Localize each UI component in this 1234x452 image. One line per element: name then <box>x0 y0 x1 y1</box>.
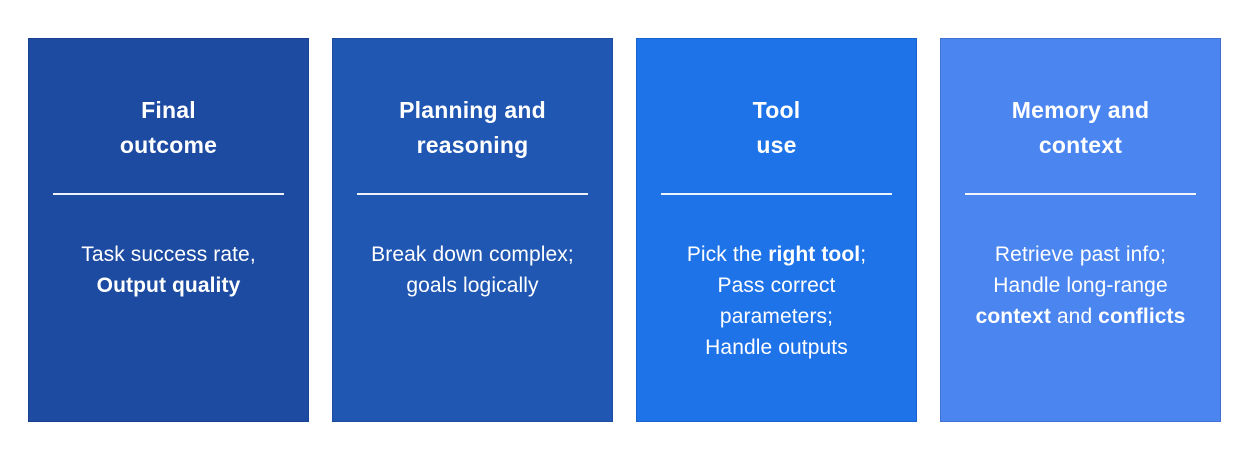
card-body-line: Handle outputs <box>659 332 894 363</box>
card-body-line: goals logically <box>355 270 590 301</box>
card-body-text: Retrieve past info; <box>994 243 1167 266</box>
card-title: Planning and reasoning <box>355 93 590 163</box>
card-body-line: Retrieve past info; <box>963 239 1198 270</box>
card-body-text: Task success rate, <box>81 243 256 266</box>
card-body-bold-text: conflicts <box>1098 305 1186 328</box>
card-title-line: Final <box>141 97 196 123</box>
card-body: Task success rate, Output quality <box>51 239 286 301</box>
card-divider <box>53 193 284 195</box>
card-body-line: Handle long-range <box>963 270 1198 301</box>
card-final-outcome: Final outcome Task success rate, Output qu… <box>28 38 309 422</box>
card-title-line: Planning and <box>399 97 546 123</box>
card-body-line: Pick the right tool; <box>659 239 894 270</box>
card-body-text: ; <box>860 243 867 266</box>
card-body: Break down complex; goals logically <box>355 239 590 301</box>
card-planning-and-reasoning: Planning and reasoning Break down complex… <box>332 38 613 422</box>
card-title-line: reasoning <box>416 132 529 158</box>
card-body-line: Output quality <box>51 270 286 301</box>
card-body-line: Pass correct <box>659 270 894 301</box>
card-body: Pick the right tool; Pass correct paramete… <box>659 239 894 363</box>
card-body: Retrieve past info; Handle long-range cont… <box>963 239 1198 332</box>
card-body-text: goals logically <box>406 274 539 297</box>
card-divider <box>965 193 1196 195</box>
card-body-text: Pick the <box>686 243 769 266</box>
card-body-line: Break down complex; <box>355 239 590 270</box>
card-body-line: context and conflicts <box>963 301 1198 332</box>
card-body-bold-text: right tool <box>768 243 861 266</box>
card-body-text: parameters; <box>719 305 834 328</box>
card-title: Memory and context <box>963 93 1198 163</box>
card-body-bold-text: Output quality <box>96 274 241 297</box>
card-body-text: Handle outputs <box>705 336 848 359</box>
card-memory-and-context: Memory and context Retrieve past info; Han… <box>940 38 1221 422</box>
card-title: Tool use <box>659 93 894 163</box>
card-body-text: Break down complex; <box>371 243 574 266</box>
card-title: Final outcome <box>51 93 286 163</box>
card-body-line: Task success rate, <box>51 239 286 270</box>
card-title-line: outcome <box>119 132 218 158</box>
card-title-line: context <box>1038 132 1123 158</box>
card-body-bold-text: context <box>975 305 1051 328</box>
card-divider <box>357 193 588 195</box>
card-body-line: parameters; <box>659 301 894 332</box>
card-body-text: and <box>1050 305 1099 328</box>
card-tool-use: Tool use Pick the right tool; Pass correct… <box>636 38 917 422</box>
card-title-line: Tool <box>752 97 801 123</box>
card-body-text: Handle long-range <box>993 274 1168 297</box>
card-body-text: Pass correct <box>717 274 836 297</box>
card-divider <box>661 193 892 195</box>
cards-row: Final outcome Task success rate, Output qu… <box>28 38 1221 422</box>
card-title-line: use <box>756 132 797 158</box>
card-title-line: Memory and <box>1011 97 1150 123</box>
